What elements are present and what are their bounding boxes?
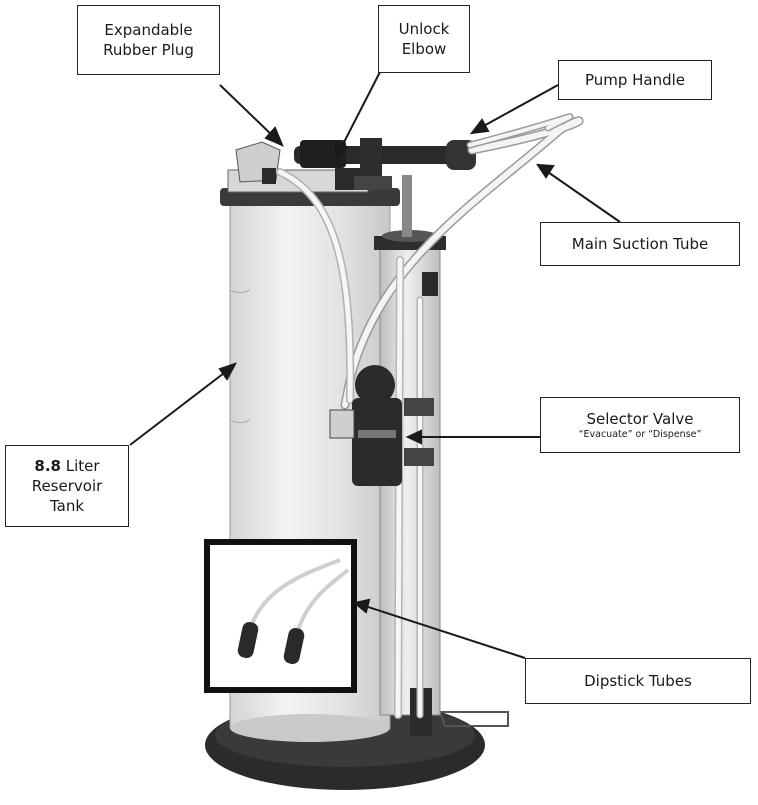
label-expandable-rubber-plug-line1: Expandable	[104, 21, 193, 39]
label-reservoir-line2: Reservoir	[31, 477, 103, 495]
label-dipstick-tubes: Dipstick Tubes	[525, 658, 751, 704]
label-selector-valve: Selector Valve “Evacuate” or “Dispense”	[540, 397, 740, 453]
label-reservoir-line1: 8.8 Liter	[34, 456, 99, 476]
label-pump-handle: Pump Handle	[558, 60, 712, 100]
label-unlock-elbow: Unlock Elbow	[378, 5, 470, 73]
label-unlock-elbow-line2: Elbow	[401, 40, 447, 58]
label-unlock-elbow-line1: Unlock	[398, 20, 450, 38]
selector-valve	[329, 365, 434, 486]
label-reservoir-size: 8.8	[34, 457, 61, 475]
label-reservoir-unit: Liter	[65, 457, 100, 475]
label-main-suction-tube: Main Suction Tube	[540, 222, 740, 266]
tubes	[276, 113, 584, 719]
callout-arrows	[129, 71, 621, 659]
label-expandable-rubber-plug-line2: Rubber Plug	[103, 41, 194, 59]
label-reservoir-tank: 8.8 Liter Reservoir Tank	[5, 445, 129, 527]
label-selector-valve-text: Selector Valve	[586, 410, 694, 428]
dipstick-tubes-inset	[204, 539, 357, 693]
label-main-suction-tube-text: Main Suction Tube	[571, 235, 709, 253]
label-pump-handle-text: Pump Handle	[584, 71, 686, 89]
label-reservoir-line3: Tank	[49, 497, 85, 515]
label-dipstick-tubes-text: Dipstick Tubes	[584, 672, 692, 690]
label-expandable-rubber-plug: Expandable Rubber Plug	[77, 5, 220, 75]
label-selector-valve-subtext: “Evacuate” or “Dispense”	[578, 429, 702, 440]
